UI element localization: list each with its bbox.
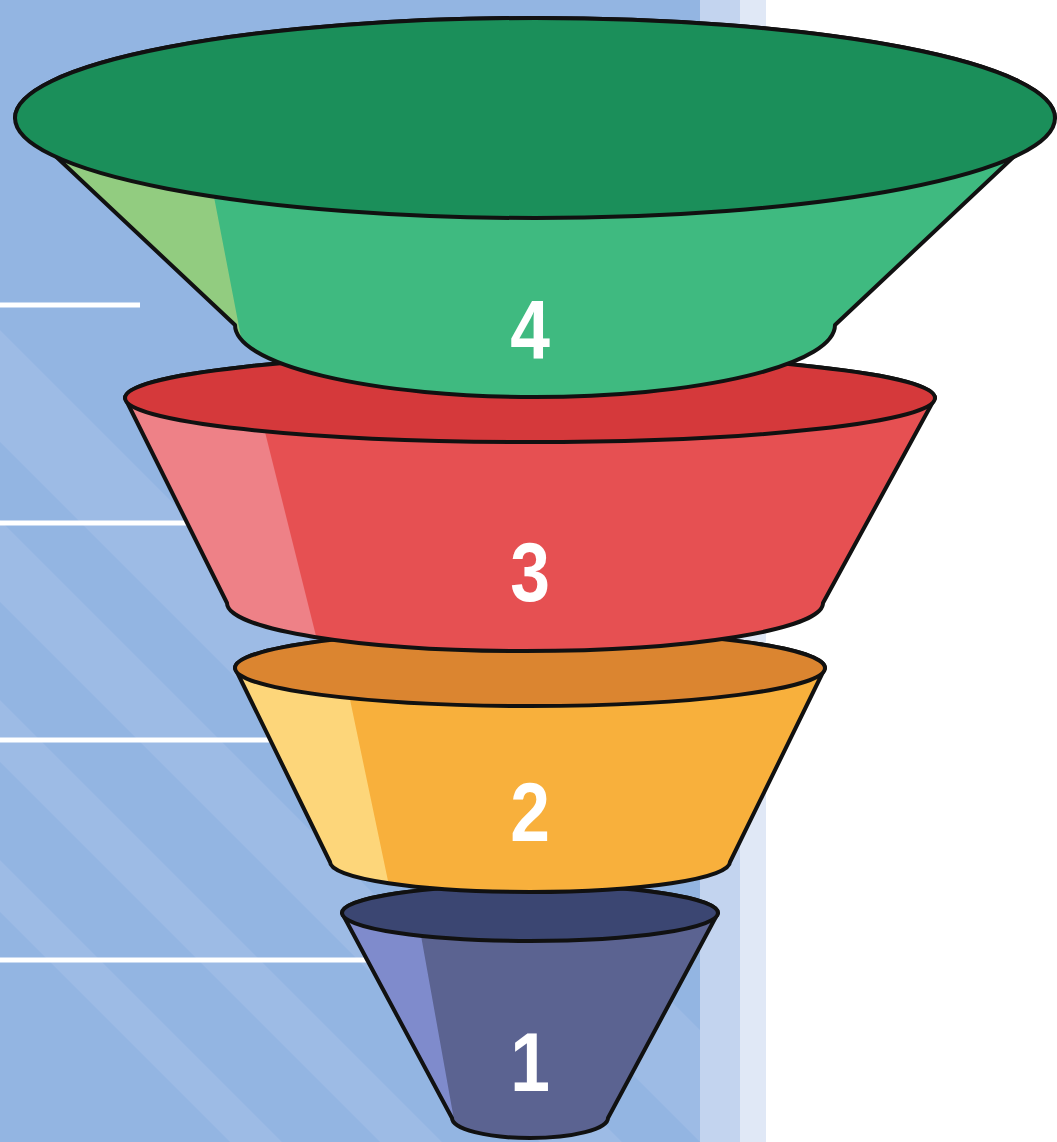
band-rim [342,885,718,941]
band-outline [125,354,935,651]
leader-line [0,303,140,308]
callout-number: 1 [445,1020,615,1104]
funnel-band: 2 [225,620,835,902]
callout-number: 2 [445,770,615,854]
band-outline [15,18,1055,397]
band-shape [225,620,835,902]
callout-number: 3 [445,530,615,614]
band-outline [235,630,825,892]
band-rim [235,630,825,706]
leader-line [0,958,390,963]
leader-line [0,738,295,743]
band-rim [15,18,1055,218]
funnel-band: 1 [332,875,728,1142]
leader-line [0,521,205,526]
band-outline [342,885,718,1138]
funnel-band: 4 [5,8,1057,407]
band-rim [125,354,935,442]
callout-number: 4 [445,288,615,372]
background-stripe [0,860,282,1142]
